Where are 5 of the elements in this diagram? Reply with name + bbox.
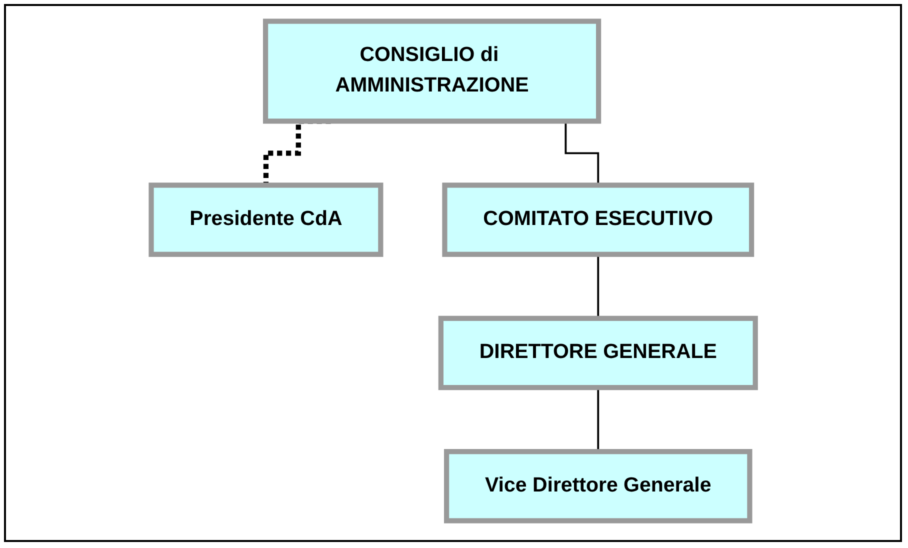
node-box: COMITATO ESECUTIVO [442,182,754,256]
node-box: DIRETTORE GENERALE [438,315,758,390]
node-box: Presidente CdA [148,182,383,256]
node-box: Vice Direttore Generale [444,448,752,523]
node-box: CONSIGLIO di AMMINISTRAZIONE [262,18,601,124]
